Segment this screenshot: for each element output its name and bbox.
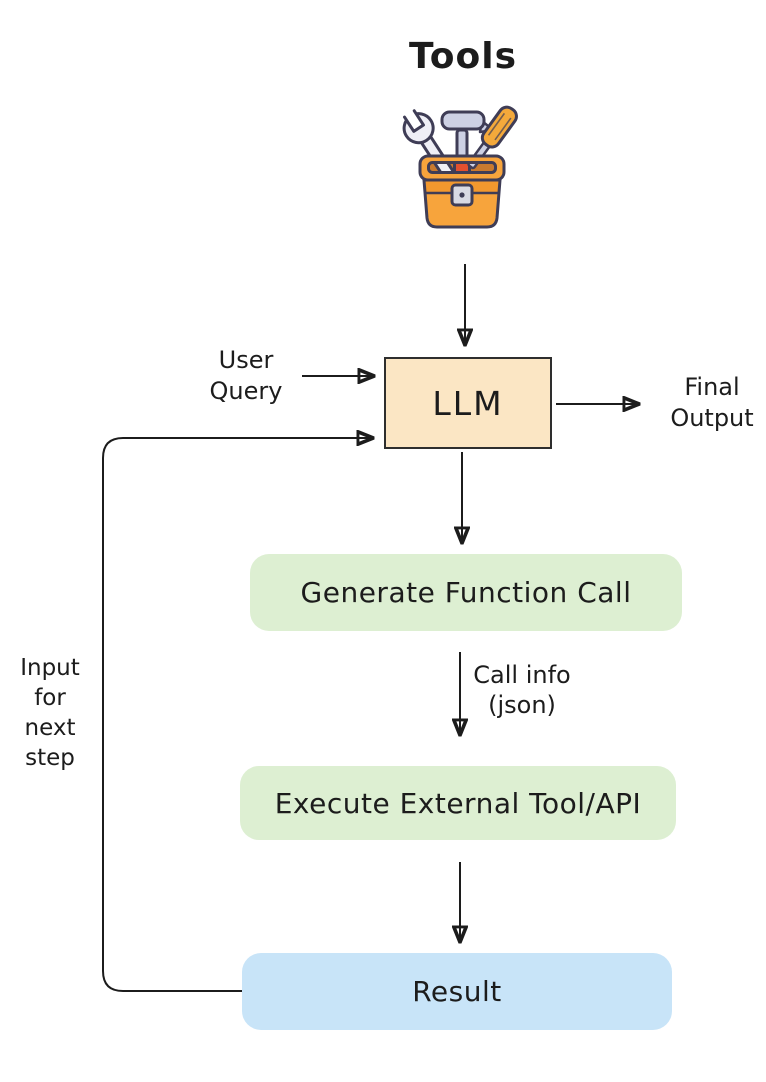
call-info-label: Call info (json) <box>468 660 576 720</box>
loop-note-label: Input for next step <box>5 653 95 773</box>
call-info-line1: Call info <box>473 661 571 689</box>
final-output-line1: Final <box>684 373 740 401</box>
node-result: Result <box>242 953 672 1030</box>
user-query-line2: Query <box>209 377 283 405</box>
node-generate-function-call: Generate Function Call <box>250 554 682 631</box>
final-output-line2: Output <box>670 404 754 432</box>
page-title: Tools <box>408 36 517 77</box>
loop-note-line2: for <box>34 685 66 711</box>
node-execute-external-tool-api: Execute External Tool/API <box>240 766 676 840</box>
call-info-line2: (json) <box>488 691 556 719</box>
final-output-label: Final Output <box>648 372 766 434</box>
loop-note-line4: step <box>25 745 75 771</box>
node-llm: LLM <box>384 357 552 449</box>
loop-note-line1: Input <box>20 655 80 681</box>
arrow-loop-result-to-llm <box>102 438 372 992</box>
toolbox-icon <box>402 105 518 229</box>
user-query-line1: User <box>218 346 274 374</box>
user-query-label: User Query <box>184 345 308 407</box>
loop-note-line3: next <box>24 715 76 741</box>
